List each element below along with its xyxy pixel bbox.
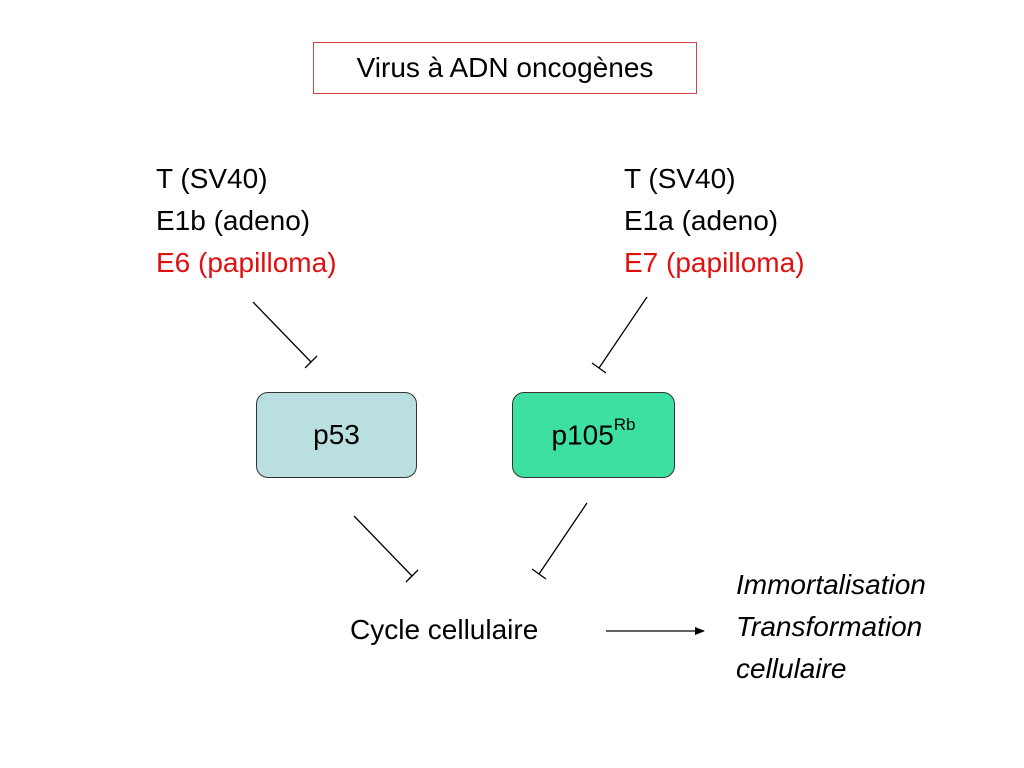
p105-label: p105	[551, 419, 614, 451]
p105-node: p105Rb	[512, 392, 675, 478]
inhibition-p105-to-cycle	[531, 502, 588, 580]
inhibition-p53-to-cycle	[353, 515, 419, 583]
cell-cycle-label: Cycle cellulaire	[350, 614, 539, 645]
outcome-line-2: Transformation	[736, 611, 923, 642]
p53-node: p53	[256, 392, 417, 478]
diagram-title: Virus à ADN oncogènes	[356, 52, 654, 83]
right-group-line-1: T (SV40)	[624, 163, 736, 194]
title-box: Virus à ADN oncogènes	[313, 42, 697, 94]
inhibition-right-group-to-p105	[591, 296, 648, 374]
outcome-line-3: cellulaire	[736, 653, 847, 684]
inhibition-left-group-to-p53	[252, 301, 318, 369]
left-group-line-1: T (SV40)	[156, 163, 268, 194]
right-group-line-3: E7 (papilloma)	[624, 247, 805, 278]
outcomes-group: Immortalisation Transformation cellulair…	[736, 564, 926, 690]
right-oncoprotein-group: T (SV40) E1a (adeno) E7 (papilloma)	[624, 158, 805, 284]
right-group-line-2: E1a (adeno)	[624, 205, 779, 236]
left-group-line-3: E6 (papilloma)	[156, 247, 337, 278]
left-group-line-2: E1b (adeno)	[156, 205, 311, 236]
outcome-line-1: Immortalisation	[736, 569, 926, 600]
left-oncoprotein-group: T (SV40) E1b (adeno) E6 (papilloma)	[156, 158, 337, 284]
p105-superscript: Rb	[613, 414, 636, 434]
p53-label: p53	[313, 419, 360, 450]
